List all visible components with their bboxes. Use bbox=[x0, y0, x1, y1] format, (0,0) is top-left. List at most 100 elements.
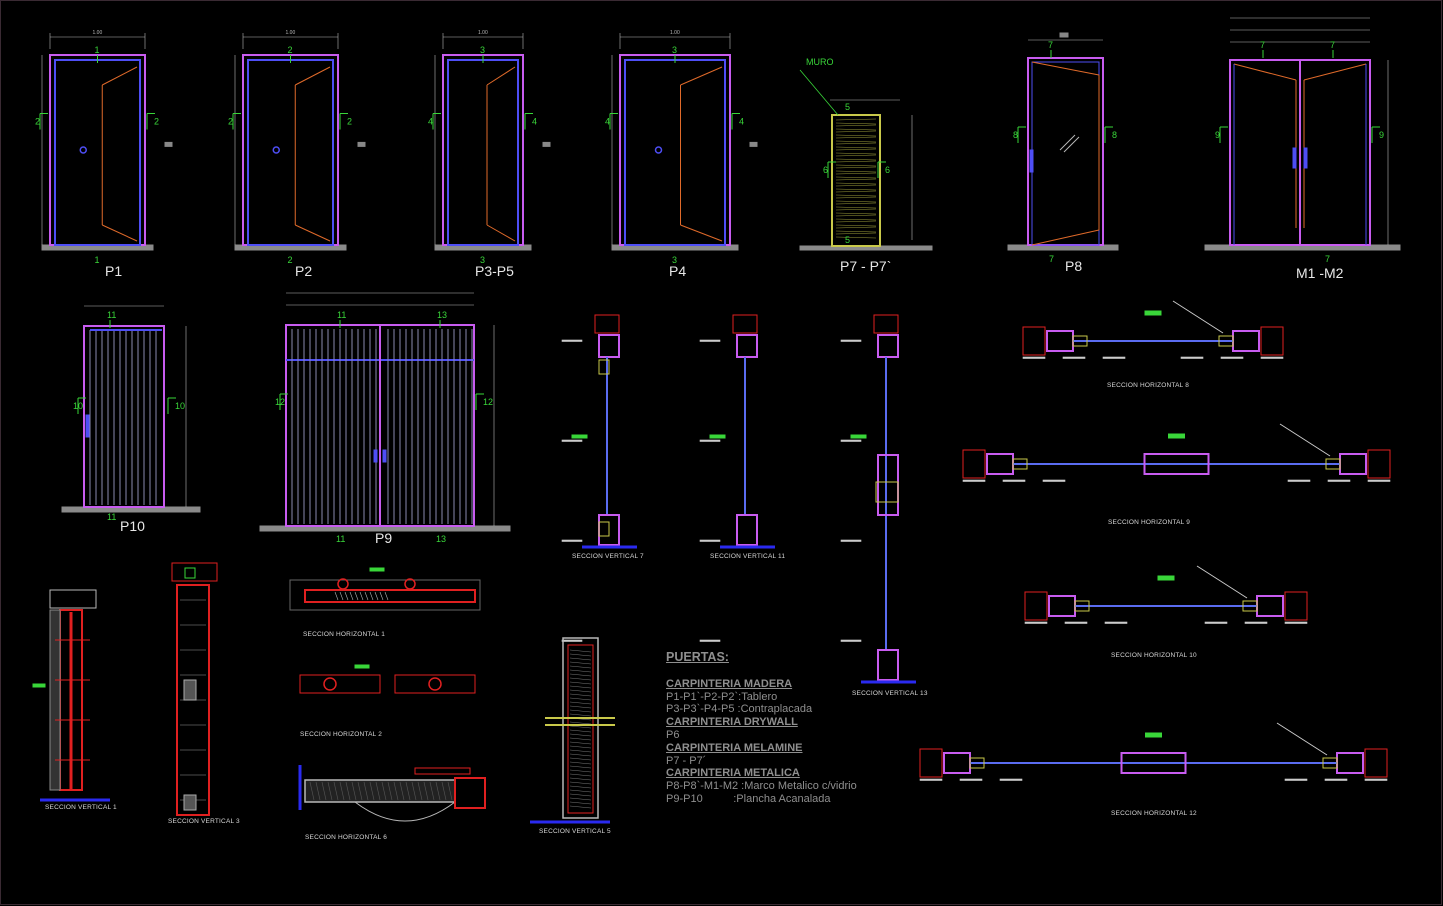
leaf bbox=[304, 589, 476, 603]
note-text bbox=[1022, 356, 1046, 359]
wood-grain bbox=[835, 226, 877, 229]
hatch bbox=[387, 781, 393, 801]
wood-grain bbox=[835, 134, 877, 137]
hatch bbox=[569, 757, 592, 761]
section-marker: 7 bbox=[1260, 40, 1265, 58]
wall-cut bbox=[1024, 591, 1048, 621]
hatch bbox=[327, 781, 333, 801]
section-marker: 4 bbox=[605, 113, 618, 130]
wall-cut bbox=[1367, 449, 1391, 479]
wall-tag bbox=[542, 141, 551, 147]
door-frame bbox=[619, 54, 731, 246]
note-leader bbox=[699, 539, 721, 542]
panel bbox=[562, 637, 599, 819]
section-marker-number: 1 bbox=[95, 255, 100, 265]
hatch bbox=[569, 681, 592, 685]
section-marker-number: 10 bbox=[175, 401, 185, 411]
hatch bbox=[569, 661, 592, 665]
hatch bbox=[569, 677, 592, 681]
swing-line bbox=[102, 224, 138, 242]
hatch bbox=[351, 781, 357, 801]
door-label-p4: P4 bbox=[669, 263, 687, 279]
leader-line bbox=[1172, 300, 1224, 334]
note-text bbox=[1102, 356, 1126, 359]
head-jamb bbox=[598, 334, 620, 358]
hatch bbox=[339, 781, 345, 801]
hatch bbox=[569, 657, 592, 661]
horizontal-section bbox=[1022, 300, 1284, 359]
note-leader bbox=[699, 439, 721, 442]
wood-grain bbox=[835, 214, 877, 217]
hatch bbox=[381, 781, 387, 801]
note-tag bbox=[571, 434, 588, 439]
hatch bbox=[569, 805, 592, 809]
core-hatch bbox=[334, 591, 339, 601]
section-marker-number: 7 bbox=[1330, 40, 1335, 50]
note-text bbox=[1284, 621, 1308, 624]
section-marker-number: 9 bbox=[1215, 130, 1220, 140]
hinge-block bbox=[1218, 335, 1234, 347]
section-marker-number: 11 bbox=[107, 310, 116, 320]
section-marker-number: 11 bbox=[107, 512, 116, 522]
section-marker-number: 6 bbox=[823, 165, 828, 175]
dimension-text: 1.00 bbox=[478, 30, 488, 36]
wood-grain bbox=[835, 220, 877, 223]
wood-grain bbox=[835, 206, 877, 209]
wood-grain bbox=[835, 208, 877, 211]
section-marker: 4 bbox=[731, 113, 744, 130]
section-marker: 2 bbox=[35, 113, 48, 130]
left-detail bbox=[299, 674, 381, 694]
section-marker: 11 bbox=[337, 310, 346, 328]
side-jamb bbox=[1336, 752, 1364, 774]
infill bbox=[183, 679, 197, 701]
side-jamb bbox=[1046, 330, 1074, 352]
hatch bbox=[569, 709, 592, 713]
hinge-circle bbox=[404, 578, 416, 590]
section-marker: 11 bbox=[107, 310, 116, 328]
wood-grain bbox=[835, 136, 877, 139]
wall-cut bbox=[594, 314, 620, 334]
section-marker-number: 2 bbox=[35, 117, 40, 127]
glass-mark bbox=[1059, 134, 1076, 151]
section-marker: 8 bbox=[1013, 126, 1026, 143]
vertical-section bbox=[699, 314, 775, 642]
note-text bbox=[1204, 621, 1228, 624]
section-marker-number: 5 bbox=[845, 102, 850, 112]
hatch bbox=[569, 701, 592, 705]
door-p7: 55 bbox=[799, 69, 933, 251]
swing-line bbox=[102, 66, 138, 86]
swing-line bbox=[680, 224, 723, 242]
note-text bbox=[1364, 778, 1388, 781]
core-hatch bbox=[339, 591, 344, 601]
core-hatch bbox=[359, 591, 364, 601]
core bbox=[567, 644, 594, 814]
note-text bbox=[1002, 479, 1026, 482]
hatch bbox=[429, 781, 435, 801]
vertical-section bbox=[840, 314, 916, 684]
section-marker-number: 2 bbox=[154, 117, 159, 127]
section-marker-number: 11 bbox=[336, 534, 345, 544]
vertical-section-7-wood bbox=[598, 359, 610, 537]
right-detail bbox=[394, 674, 476, 694]
title-sh8: SECCION HORIZONTAL 8 bbox=[1107, 382, 1190, 389]
swing-line bbox=[486, 224, 516, 242]
door-leaf bbox=[247, 59, 334, 246]
section-marker-number: 12 bbox=[483, 397, 493, 407]
door-elevation: 1.003 bbox=[434, 30, 551, 265]
note-text bbox=[1244, 621, 1268, 624]
note-leader bbox=[561, 439, 583, 442]
hatch bbox=[569, 793, 592, 797]
wood-grain bbox=[835, 230, 877, 233]
section-marker-number: 2 bbox=[288, 45, 293, 55]
note-tag bbox=[1145, 732, 1162, 738]
wall-cut bbox=[1260, 326, 1284, 356]
door-label-p9: P9 bbox=[375, 530, 393, 546]
hatch bbox=[569, 685, 592, 689]
wall-cut bbox=[1284, 591, 1308, 621]
note-text bbox=[1284, 778, 1308, 781]
hatch bbox=[315, 781, 321, 801]
note-text bbox=[1324, 778, 1348, 781]
hinge-block bbox=[1012, 458, 1028, 470]
